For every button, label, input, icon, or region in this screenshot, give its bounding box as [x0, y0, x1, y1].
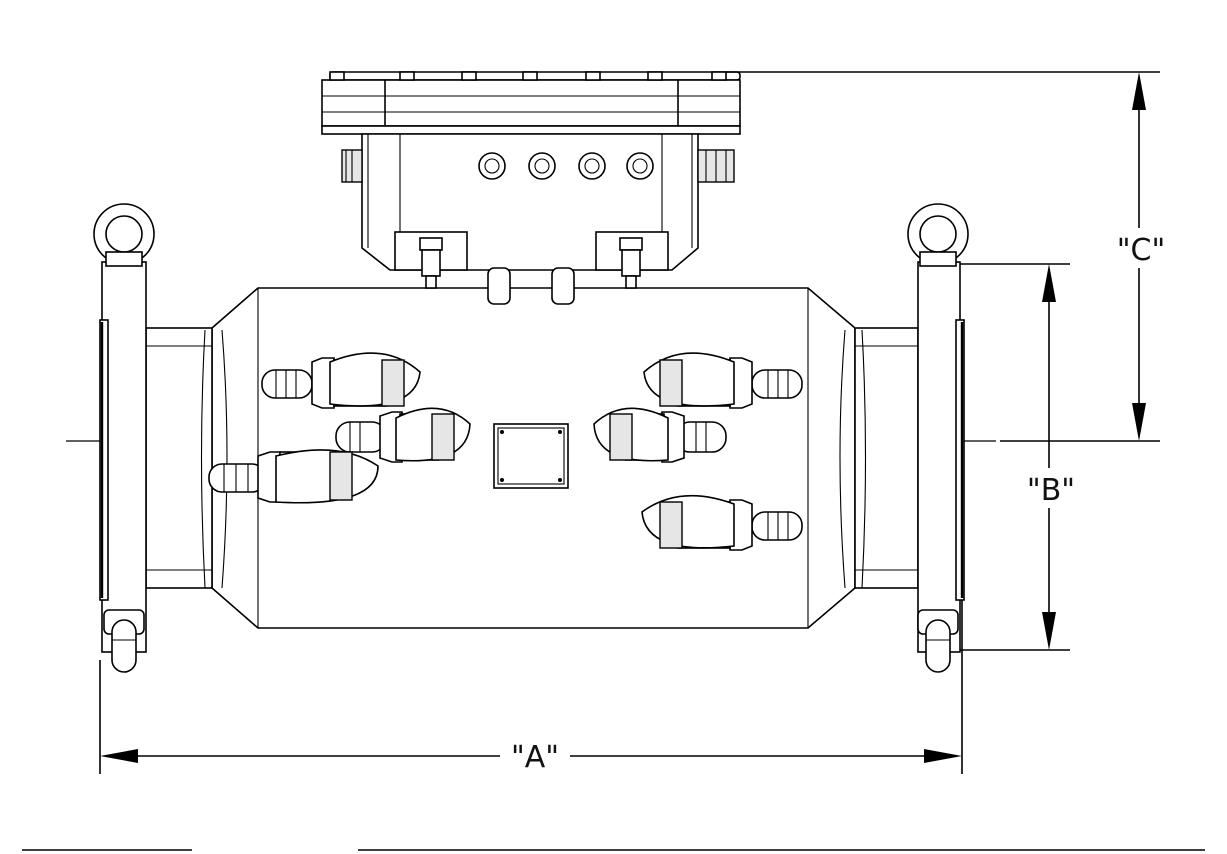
transducer-middle-right — [593, 407, 727, 463]
left-flange — [99, 261, 147, 653]
conduit-plug-4 — [626, 152, 654, 180]
dimension-a-label: "A" — [511, 740, 559, 775]
transducer-lower-right — [641, 494, 803, 551]
cable-tubes — [487, 267, 575, 305]
nameplate — [493, 423, 569, 489]
transducer-upper-left — [261, 352, 421, 409]
conduit-plug-3 — [578, 152, 606, 180]
left-lifting-eye — [93, 203, 155, 267]
transducer-middle-left — [335, 407, 471, 463]
conduit-plug-2 — [528, 152, 556, 180]
transducer-upper-right — [643, 352, 803, 409]
dimension-b: "B" — [960, 263, 1075, 651]
transducer-lower-left — [208, 449, 379, 504]
right-cable-gland — [697, 149, 735, 183]
right-bottom-lug — [917, 609, 959, 673]
conduit-plug-1 — [478, 152, 506, 180]
outlet-neck — [854, 327, 919, 589]
dimension-c: "C" — [726, 71, 1166, 442]
left-bottom-lug — [103, 609, 145, 673]
dimension-c-label: "C" — [1117, 233, 1166, 268]
inlet-neck — [145, 327, 213, 589]
dimension-b-label: "B" — [1027, 473, 1075, 508]
right-flange — [917, 261, 965, 653]
right-lifting-eye — [907, 203, 969, 267]
left-mount-bracket — [394, 231, 468, 289]
right-mount-bracket — [595, 231, 669, 289]
dimension-a: "A" — [99, 600, 963, 775]
left-cable-gland — [341, 149, 363, 183]
